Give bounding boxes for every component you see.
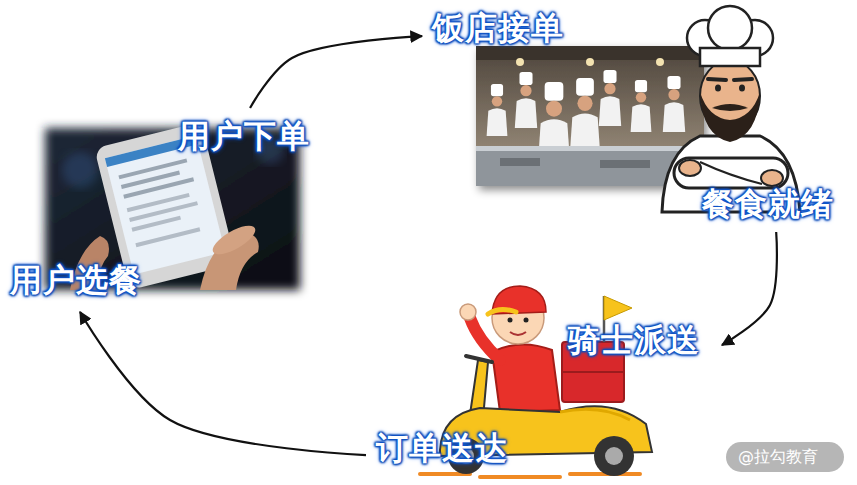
chef-cartoon (674, 158, 788, 188)
step-label: 饭店接单 (432, 10, 564, 47)
kitchen-photo (631, 80, 652, 132)
chef-cartoon (734, 79, 752, 80)
chef-cartoon (700, 162, 762, 184)
chef-cartoon (708, 6, 752, 50)
rider-cartoon (466, 356, 492, 362)
phone-photo (132, 216, 181, 232)
kitchen-photo (476, 46, 704, 186)
rider-cartoon (510, 332, 526, 335)
rider-cartoon (460, 304, 476, 320)
chef-cartoon (700, 92, 760, 142)
illustration-node: 骑士派送订单送达 (372, 262, 714, 477)
flow-arrow (722, 232, 777, 345)
flow-arrow (80, 312, 366, 455)
step-label: 餐食就绪 (702, 186, 834, 223)
kitchen-photo (570, 78, 600, 154)
rider-cartoon (524, 318, 529, 323)
chef-cartoon (739, 85, 745, 92)
kitchen-photo (656, 58, 664, 66)
kitchen-photo (516, 58, 524, 66)
step-label: 用户下单 (178, 118, 310, 155)
chef-cartoon (761, 170, 783, 186)
chef-cartoon (662, 6, 800, 212)
illustration-node: 用户下单用户选餐 (8, 112, 324, 306)
kitchen-photo (476, 46, 704, 186)
step-label: 用户选餐 (10, 262, 142, 299)
rider-cartoon (488, 309, 516, 314)
rider-cartoon (560, 409, 630, 420)
phone-photo (209, 220, 260, 260)
phone-photo (118, 158, 187, 179)
step-label: 订单送达 (376, 430, 508, 467)
rider-cartoon (604, 296, 632, 320)
kitchen-photo (600, 160, 650, 168)
chef-cartoon (708, 79, 726, 80)
rider-cartoon (562, 371, 624, 373)
rider-cartoon (605, 447, 623, 465)
step-label: 骑士派送 (568, 322, 700, 359)
kitchen-photo (586, 58, 594, 66)
phone-photo (129, 201, 198, 222)
kitchen-photo (599, 70, 621, 126)
chef-cartoon (700, 48, 760, 66)
phone-photo (135, 227, 200, 247)
kitchen-photo (476, 46, 704, 60)
phone-photo (62, 152, 98, 188)
watermark: @拉勾教育 (738, 449, 818, 465)
phone-photo (105, 135, 225, 274)
kitchen-photo (663, 76, 685, 132)
kitchen-photo (500, 158, 540, 166)
kitchen-photo (487, 84, 508, 136)
rider-cartoon (508, 318, 513, 323)
kitchen-photo (515, 72, 537, 128)
kitchen-photo (476, 146, 704, 151)
chef-cartoon (712, 104, 748, 111)
chef-cartoon (715, 85, 721, 92)
flow-arrow (250, 36, 422, 108)
watermark-badge (726, 442, 844, 472)
chef-cartoon (679, 160, 701, 176)
rider-cartoon (594, 436, 634, 476)
illustration-node: 饭店接单餐食就绪 (428, 4, 848, 228)
